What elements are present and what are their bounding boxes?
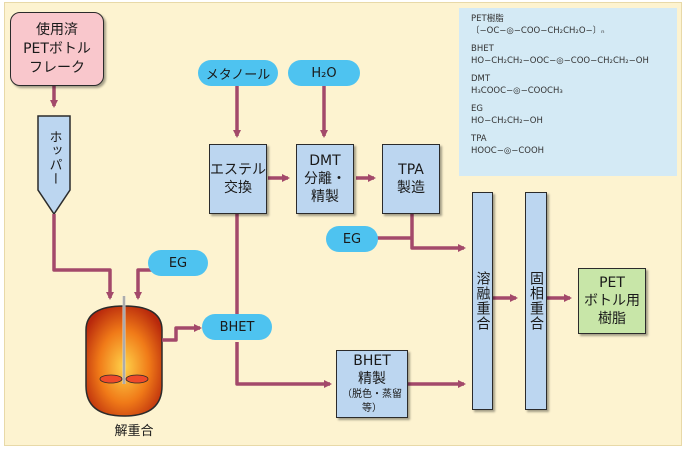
dmt-line-2: 分離・ (304, 171, 346, 187)
arrow-tpa-melt (410, 214, 466, 252)
solid-polymerization-box: 固相重合 (525, 192, 547, 410)
eg-pill-depolymerization: EG (148, 250, 208, 276)
reactor-vessel (85, 296, 163, 417)
arrow-hopper-reactor (52, 214, 114, 300)
arrow-eg-reactor (134, 268, 152, 300)
methanol-pill: メタノール (198, 60, 278, 86)
legend-bhet-formula: HO−CH₂CH₂−OOC−◎−COO−CH₂CH₂−OH (471, 56, 649, 66)
hopper-label: ホッパー (46, 130, 62, 186)
legend-eg-name: EG (471, 104, 483, 114)
eg-pill-polymerization: EG (326, 226, 378, 252)
legend-tpa-name: TPA (471, 134, 487, 144)
legend-eg-formula: HO−CH₂CH₂−OH (471, 116, 543, 126)
ester-line-1: エステル (210, 162, 266, 178)
pet-resin-product-box: PET ボトル用 樹脂 (578, 268, 646, 334)
legend-tpa-formula: HOOC−◎−COOH (471, 146, 545, 156)
legend-dmt-name: DMT (471, 74, 491, 84)
bhet-refine-box: BHET 精製 （脱色・蒸留等） (336, 350, 408, 418)
legend-bhet-name: BHET (471, 44, 494, 54)
product-line-1: PET (599, 275, 625, 291)
dmt-separation-box: DMT 分離・ 精製 (296, 144, 354, 214)
dmt-line-1: DMT (309, 153, 341, 169)
bhet-refine-line-2: 精製 (358, 371, 386, 387)
dmt-line-3: 精製 (311, 189, 339, 205)
product-line-2: ボトル用 (584, 293, 640, 309)
solid-polymerization-label: 固相重合 (528, 271, 544, 331)
product-line-3: 樹脂 (598, 311, 626, 327)
hopper-label-wrap: ホッパー (38, 126, 70, 190)
bhet-pill: BHET (202, 314, 272, 340)
melt-polymerization-box: 溶融重合 (472, 192, 493, 410)
arrow-bhet-refine (235, 342, 332, 388)
melt-polymerization-label: 溶融重合 (474, 271, 491, 331)
pet-flake-box: 使用済 PETボトル フレーク (10, 12, 104, 86)
water-pill: H₂O (288, 60, 360, 86)
reactor-label: 解重合 (114, 424, 154, 439)
tpa-line-1: TPA (398, 162, 424, 178)
legend-pet-formula: 〔−OC−◎−COO−CH₂CH₂O−〕ₙ (471, 26, 605, 36)
tpa-production-box: TPA 製造 (382, 144, 440, 214)
bhet-refine-line-1: BHET (353, 353, 391, 369)
chemical-formula-legend: PET樹脂 〔−OC−◎−COO−CH₂CH₂O−〕ₙ BHET HO−CH₂C… (459, 8, 677, 176)
transesterification-box: エステル 交換 (209, 144, 267, 214)
tpa-line-2: 製造 (397, 180, 425, 196)
bhet-refine-note: （脱色・蒸留等） (342, 389, 402, 414)
legend-dmt-formula: H₃COOC−◎−COOCH₃ (471, 86, 563, 96)
ester-line-2: 交換 (224, 180, 252, 196)
legend-pet-name: PET樹脂 (471, 14, 504, 24)
flake-line-1: 使用済 (36, 21, 78, 38)
hopper-shape (37, 115, 71, 216)
arrow-reactor-bhet (162, 324, 202, 342)
flake-line-3: フレーク (29, 59, 85, 76)
flake-line-2: PETボトル (23, 40, 91, 57)
